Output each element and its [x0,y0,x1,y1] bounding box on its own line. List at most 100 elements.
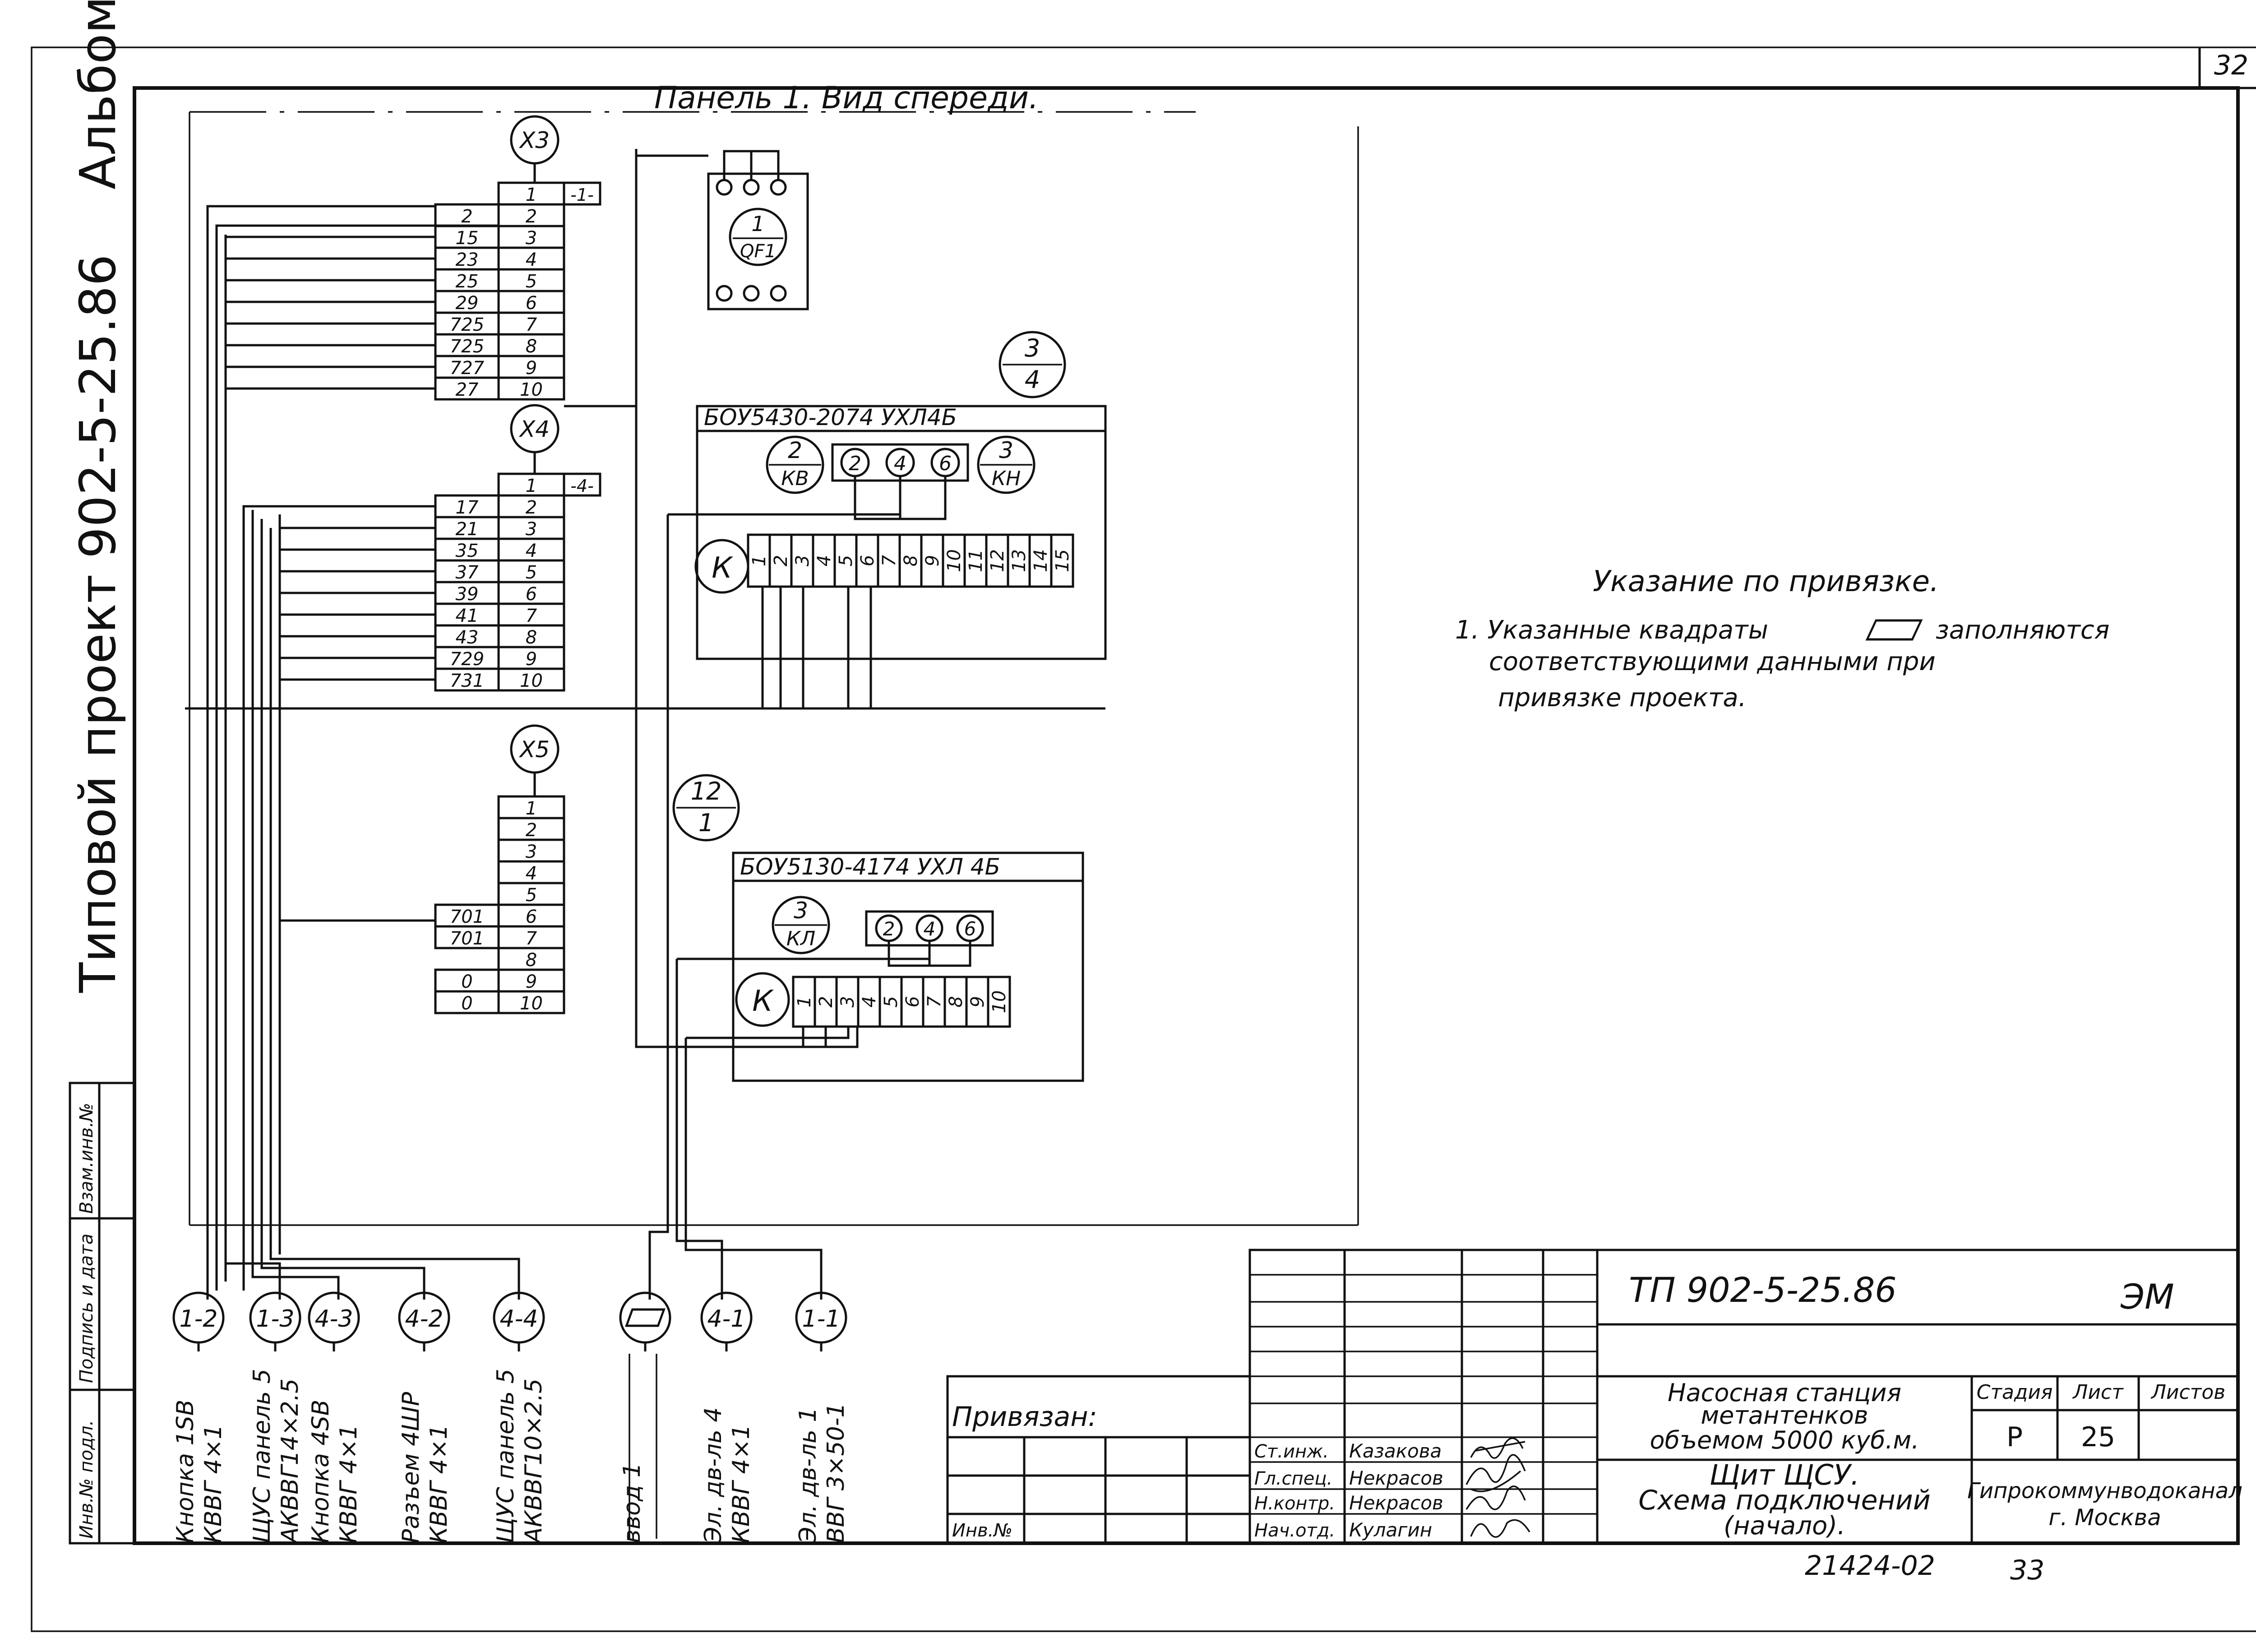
terminal-ext-number: 29 [456,293,479,314]
terminal-number: 8 [526,627,537,648]
relay-box-1-terminal-number: 13 [1009,549,1030,572]
cable-tag: 4-4 [500,1305,538,1333]
terminal-block-label: X4 [518,416,550,442]
drawing-title-line3: (начало). [1724,1511,1845,1541]
terminal-ext-number: 15 [456,228,479,249]
title-grid-rows [1250,1274,1597,1515]
cable-name: Эл. дв-ль 4 [700,1407,727,1544]
terminal-ext-number: 731 [450,671,484,691]
wire [675,959,723,1300]
terminal-ext-cell [434,925,500,949]
terminal-number: 6 [526,907,537,927]
relay-box-2-contact-label: 4 [924,918,936,940]
cable-type: КВВГ 4×1 [728,1424,755,1543]
terminal-number: 3 [526,228,537,249]
terminal-block-label: X5 [518,736,550,763]
cable-type: АКВВГ14×2.5 [277,1379,304,1545]
cable-name: Эл. дв-ль 1 [795,1407,822,1544]
relay-box-1-contact-label: 6 [939,452,952,475]
terminal-ext-number: 0 [461,993,472,1014]
relay-box-1-terminal-number: 2 [771,555,791,566]
cable-tag-circle [619,1291,671,1344]
cable-name: ЩУС панель 5 [249,1369,276,1543]
organization-line2: г. Москва [2048,1504,2161,1531]
person-role: Гл.спец. [1254,1468,1332,1489]
relay-box-2-terminal-number: 6 [902,996,923,1007]
terminal-number: 10 [520,671,543,691]
relay-box-2-terminal-number: 10 [989,990,1010,1013]
terminal-number: 7 [526,928,537,949]
terminal-number: 4 [526,541,537,561]
terminal-number: 10 [520,993,543,1014]
relay-box-2-terminal-number: 7 [924,996,945,1008]
panel-outline [189,111,1359,1226]
cable-type: АКВВГ10×2.5 [520,1379,547,1545]
object-line1: Насосная станция [1668,1379,1901,1407]
relay-box-2-ref-top: 12 [691,777,722,805]
terminal-ext-number: 701 [450,907,484,927]
relay-box-1-terminal-number: 15 [1052,549,1073,572]
wire [648,514,669,1300]
relay-box-2-terminal-cell [987,976,1011,1028]
relay-box-1-contact-label: 4 [894,452,906,475]
cable-tag: 4-1 [707,1305,746,1333]
relay-box-1-terminal-number: 3 [792,555,813,566]
outer-frame [31,46,2256,1632]
relay-box-1-k-label: К [712,551,733,585]
relay-kn-circle [977,435,1036,494]
terminal-number: 7 [526,315,537,335]
terminal-number: 1 [526,798,537,819]
person-name: Казакова [1349,1440,1442,1462]
relay-kl-circle [772,896,830,954]
breaker-label-top: 1 [751,212,764,236]
note-title: Указание по привязке. [1593,565,1939,598]
relay-kl-top: 3 [794,898,808,924]
side-stamp-inv: Инв.№ подл. [76,1420,97,1539]
terminal-number: 5 [526,885,537,906]
person-role: Нач.отд. [1254,1520,1335,1541]
terminal-number: 4 [526,250,537,270]
terminal-number: 10 [520,379,543,400]
relay-box-2-k-circle [735,972,790,1027]
note-line1: 1. Указанные квадраты [1455,615,1768,645]
wire [635,149,859,1048]
relay-box-2-contact-label: 2 [883,918,895,940]
side-title-part3: Альбом II [69,0,127,190]
cable-type: ВВГ 3×50-1 [823,1402,850,1543]
stage-value: Р [2006,1421,2023,1453]
sheet-value: 25 [2081,1421,2115,1453]
relay-kn-bottom: КН [992,467,1021,490]
terminal-ext-number: 17 [456,497,479,518]
note-line3: привязке проекта. [1498,683,1747,713]
archive-number: 21424-02 [1805,1550,1935,1582]
breaker-terminal [743,285,760,302]
breaker-terminal [770,179,787,196]
relay-box-1-terminal-number: 8 [901,555,921,566]
cable-type: КВВГ 4×1 [335,1424,362,1543]
terminal-ext-number: 23 [456,250,479,270]
terminal-number: 8 [526,950,537,971]
wire [242,505,435,1291]
relay-box-1-terminal-cell [1050,533,1074,588]
relay-box-2-frame [732,851,1084,1082]
relay-box-2-terminal-number: 3 [837,996,858,1007]
relay-box-1-terminal-number: 5 [836,555,856,566]
relay-box-1-frame [696,405,1107,660]
relay-kv-bottom: КВ [781,467,809,490]
terminal-blocks: X31-1-223154235256297725872597271027X41-… [434,115,601,1014]
person-name: Некрасов [1349,1467,1443,1489]
relay-box-2-terminal-number: 5 [881,996,901,1007]
side-title: Типовой проект 902-5-25.86 Альбом II [69,0,127,993]
relay-box-2-terminal-number: 8 [946,996,966,1007]
terminal-number: 7 [526,606,537,626]
terminal-ext-number: 0 [461,972,472,992]
relay-kn-top: 3 [999,437,1013,463]
terminal-ext-number: 25 [456,271,479,292]
terminal-number: 5 [526,562,537,583]
relay-box-2-title: БОУ5130-4174 УХЛ 4Б [740,854,1000,880]
terminal-ext-number: 21 [456,519,479,540]
cable-name: Разъем 4ШР [398,1392,425,1543]
terminal-ext-number: 37 [456,562,479,583]
breaker-terminal [770,285,787,302]
